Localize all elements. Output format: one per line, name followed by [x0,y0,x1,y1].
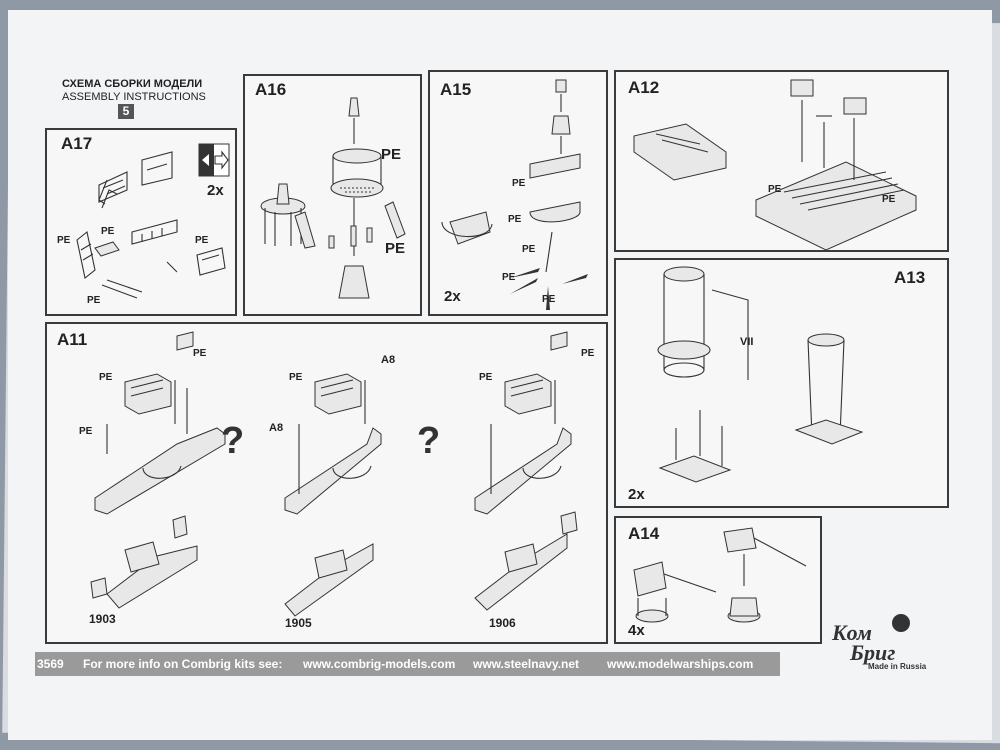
a15-multiplier: 2x [444,288,461,305]
website-link[interactable]: www.modelwarships.com [607,657,754,671]
panel-a12: A12 PE PE [614,70,949,252]
variant-1903-upper [94,331,226,515]
pe-label: PE [479,372,493,383]
logo-tagline: Made in Russia [868,662,927,671]
pe-label: PE [101,226,115,237]
pe-label: PE [57,235,71,246]
website-link[interactable]: www.steelnavy.net [473,657,580,671]
variant-1903-lower [90,515,198,609]
logo-line1: Kом [832,620,872,645]
pe-label: PE [195,235,209,246]
panel-a16: A16 PE PE [243,74,422,316]
variant-1905-upper [284,373,382,515]
pe-label: PE [99,372,113,383]
panel-a17: A17 2x PE PE PE PE [45,128,237,316]
a16-drawing [260,97,406,299]
year-label-1905: 1905 [285,616,312,630]
pe-label: PE [508,214,522,225]
year-label-1903: 1903 [89,612,116,626]
footer-text: For more info on Combrig kits see: [83,657,283,671]
star-icon [892,614,910,632]
pe-label: PE [502,272,516,283]
a14-drawing [633,527,807,623]
a11-drawing [90,331,578,617]
variant-1905-lower [284,543,374,617]
panel-label: A11 [57,330,88,349]
panel-label: A12 [628,78,660,97]
pe-label: PE [193,348,207,359]
panel-a13: A13 VII 2x [614,258,949,508]
a12-drawing [633,79,917,251]
pe-label: PE [581,348,595,359]
a17-drawing [76,143,230,299]
pe-label: PE [542,294,556,305]
kit-code: 3569 [37,657,64,671]
website-link[interactable]: www.combrig-models.com [303,657,456,671]
panel-a14: A14 4x [614,516,822,644]
part-a8-label: A8 [269,422,284,434]
pe-label: PE [381,146,402,163]
pe-label: PE [882,194,896,205]
pe-label: PE [512,178,526,189]
pe-label: PE [79,426,93,437]
title-russian: СХЕМА СБОРКИ МОДЕЛИ [62,78,203,90]
title-english: ASSEMBLY INSTRUCTIONS [62,91,206,103]
variant-1906-lower [474,511,578,611]
year-label-1906: 1906 [489,616,516,630]
page-number-badge: 5 [118,104,134,119]
variant-1906-upper [474,331,572,515]
panel-label: A14 [628,524,660,543]
pe-label: PE [768,184,782,195]
part-a8-label: A8 [381,354,396,366]
footer-bar: 3569 For more info on Combrig kits see: … [35,652,780,676]
pe-label: PE [385,240,406,257]
panel-label: A15 [440,80,472,99]
panel-a15: A15 PE PE PE PE PE 2x [428,70,608,316]
question-mark: ? [221,420,245,462]
panel-label: A13 [894,268,926,287]
logo-line2: Бриг [850,640,896,665]
pe-label: PE [289,372,303,383]
pe-label: PE [87,295,101,306]
panel-a11: A11 [45,322,608,644]
pe-label: PE [522,244,536,255]
a14-multiplier: 4x [628,622,645,639]
panel-label: A17 [61,134,93,153]
part-label: VII [740,336,754,348]
a15-drawing [441,79,588,310]
panel-label: A16 [255,80,287,99]
a13-multiplier: 2x [628,486,645,503]
a17-multiplier: 2x [207,182,224,199]
question-mark: ? [417,420,441,462]
a13-drawing [657,266,864,483]
